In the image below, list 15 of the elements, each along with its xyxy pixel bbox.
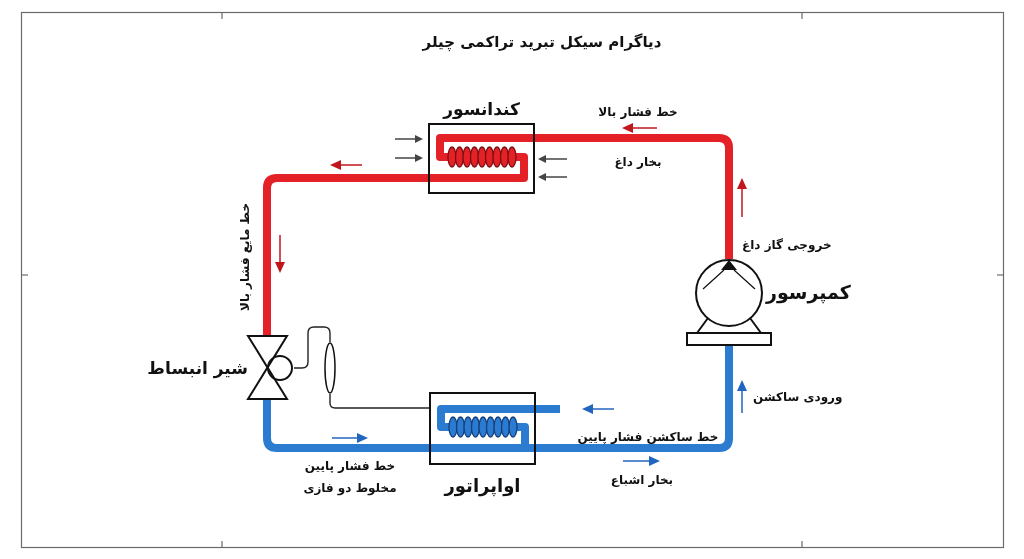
pipe-label: بخار اشباع — [610, 472, 674, 488]
component-label: کندانسور — [443, 98, 520, 119]
sensing-bulb — [324, 342, 336, 394]
component-label: شیر انبساط — [147, 357, 248, 379]
pipe-label: خط مایع فشار بالا — [237, 202, 253, 312]
component-label: کمپرسور — [766, 280, 851, 304]
pipe-label: خط فشار پایین — [304, 458, 396, 474]
pipe-label: خط ساکشن فشار پایین — [577, 429, 719, 445]
pipe-label: بخار داغ — [614, 154, 662, 170]
pipe-label: خط فشار بالا — [598, 104, 678, 120]
pipe-label: ورودی ساکشن — [753, 389, 843, 405]
pipe-label: خروجی گاز داغ — [742, 237, 832, 253]
pipe-label: مخلوط دو فازی — [303, 480, 397, 496]
component-label: اواپراتور — [444, 474, 521, 497]
diagram-title: دیاگرام سیکل تبرید تراکمی چیلر — [422, 33, 662, 51]
